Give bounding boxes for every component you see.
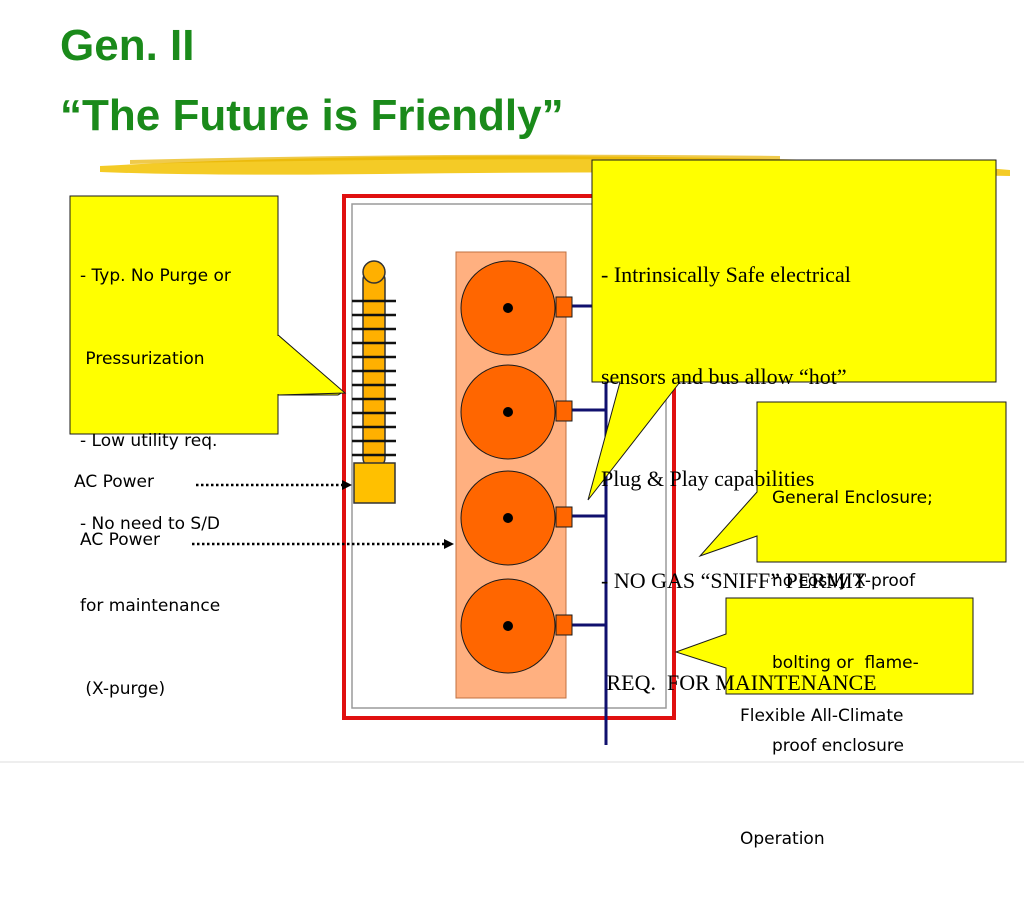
- callout-line: Plug & Play capabilities: [601, 466, 815, 491]
- callout-line: General Enclosure;: [772, 488, 933, 508]
- sensor-cell: [460, 470, 573, 566]
- callout-line: - NO GAS “SNIFF” PERMIT: [601, 568, 867, 593]
- sensor-cell: [460, 364, 573, 460]
- callout-line: (X-purge): [80, 678, 166, 699]
- callout-line: - Intrinsically Safe electrical: [601, 262, 851, 287]
- callout-intrinsic-text: - Intrinsically Safe electrical sensors …: [601, 190, 877, 734]
- callout-line: - No need to S/D: [80, 513, 221, 534]
- callout-line: proof enclosure: [772, 735, 905, 756]
- callout-enclosure: [698, 401, 1007, 563]
- callout-purge: [69, 195, 347, 435]
- analyzer-base: [353, 462, 396, 504]
- callout-purge-text: - Typ. No Purge or Pressurization - Low …: [80, 208, 231, 731]
- analyzer-column: [352, 260, 396, 504]
- callout-line: Operation: [740, 829, 825, 849]
- callout-line: for maintenance: [80, 596, 221, 616]
- callout-line: bolting or flame-: [772, 653, 919, 673]
- sensor-cell: [460, 578, 573, 674]
- ac-power-label: AC Power: [80, 530, 161, 550]
- callout-line: REQ. FOR MAINTENANCE: [601, 670, 877, 695]
- callout-line: Flexible All-Climate: [740, 706, 904, 726]
- ac-power-label: AC Power: [74, 472, 155, 492]
- callout-climate-text: Flexible All-Climate Operation: [740, 614, 903, 901]
- enclosure-outer: [342, 194, 676, 720]
- callout-climate: [674, 597, 974, 695]
- ac-power-arrow: [196, 480, 352, 490]
- callout-line: - Low utility req.: [80, 431, 218, 451]
- callout-enclosure-text: General Enclosure; no costly X-proof bol…: [772, 430, 933, 788]
- callout-line: - Typ. No Purge or: [80, 266, 231, 286]
- diagram-slide: [0, 154, 1024, 763]
- sensor-cell: [460, 260, 573, 356]
- callout-line: sensors and bus allow “hot”: [601, 364, 847, 389]
- callout-line: Pressurization: [80, 348, 205, 369]
- title-line-1: Gen. II: [60, 21, 195, 70]
- ac-power-arrow: [192, 539, 454, 549]
- title-line-2: “The Future is Friendly”: [60, 91, 564, 140]
- callout-line: no costly X-proof: [772, 570, 916, 591]
- callout-intrinsic: [587, 159, 997, 501]
